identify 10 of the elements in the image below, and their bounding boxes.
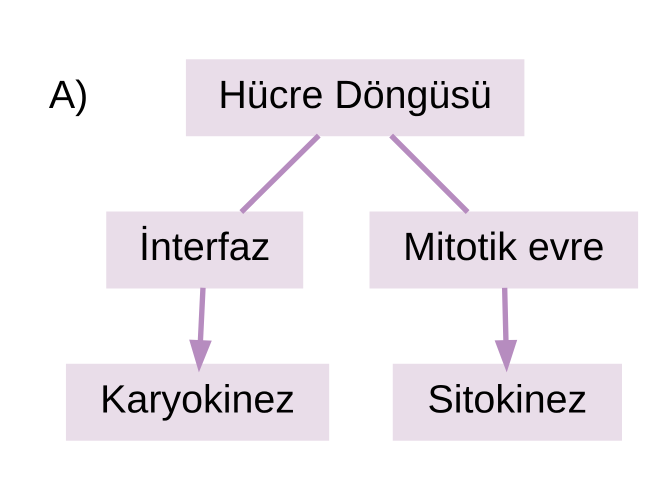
connector [389, 134, 470, 214]
label: A) [48, 72, 88, 117]
connector [239, 134, 321, 214]
node-box: Sitokinez [392, 364, 622, 441]
node-box: Mitotik evre [369, 212, 638, 288]
node-box: İnterfaz [106, 212, 304, 288]
arrow [494, 288, 518, 372]
node-box: Karyokinez [66, 364, 330, 441]
node-box: Hücre Döngüsü [186, 59, 524, 136]
arrow [189, 288, 212, 372]
